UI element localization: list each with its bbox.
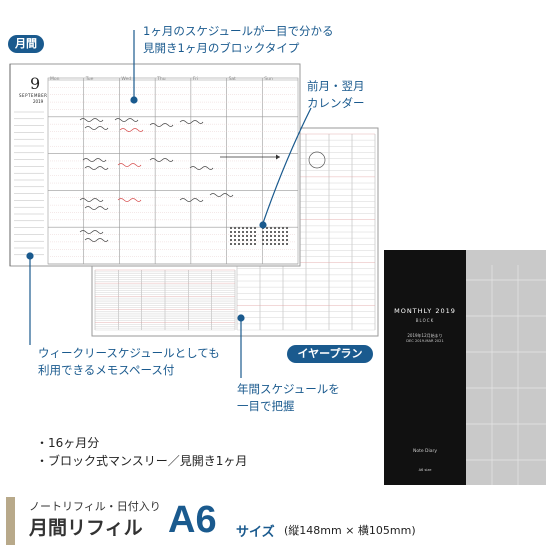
callout-block-type: 1ヶ月のスケジュールが一目で分かる 見開き1ヶ月のブロックタイプ (143, 24, 334, 55)
month-name: SEPTEMBER (19, 93, 48, 98)
footer-dimensions: (縦148mm × 横105mm) (284, 524, 416, 537)
month-year: 2019 (33, 99, 44, 104)
callout-year-schedule: 年間スケジュールを 一目で把握 (237, 382, 340, 413)
month-number: 9 (30, 74, 41, 93)
weekday-label: Wed (121, 77, 132, 82)
monthly-spread (9, 63, 301, 267)
callout-calendar: 前月・翌月 カレンダー (307, 79, 365, 110)
callout-weekly-memo: ウィークリースケジュールとしても 利用できるメモスペース付 (38, 346, 220, 377)
cover-subtitle: BLOCK (415, 318, 435, 323)
refill-cover: MONTHLY 2019 BLOCK 2019年12月始まり DEC 2019-… (384, 250, 466, 485)
cover-range-1: 2019年12月始まり (407, 333, 443, 338)
weekday-label: Sat (228, 77, 236, 82)
weekday-label: Fri (192, 77, 199, 82)
cover-range-2: DEC 2019-MAR 2021 (406, 339, 444, 343)
footer-accent-bar (6, 497, 15, 545)
footer-product: 月間リフィル (29, 517, 143, 539)
footer-tagline: ノートリフィル・日付入り (29, 500, 161, 513)
weekday-label: Sun (264, 77, 273, 82)
footer-size-word: サイズ (236, 525, 275, 540)
weekday-label: Mon (50, 77, 60, 82)
weekday-label: Tue (85, 77, 94, 82)
cover-brand: Note Diary (412, 449, 438, 454)
cover-title: MONTHLY 2019 (394, 307, 456, 315)
feature-item: ・16ヶ月分 (36, 436, 100, 450)
weekday-label: Thu (157, 77, 166, 82)
cover-size: A6 size (418, 468, 432, 472)
refill-back-page (466, 250, 546, 485)
footer-size-code: A6 (168, 499, 217, 541)
yearly-plan-badge: イヤープラン (287, 345, 373, 363)
callout-leaders (26, 30, 312, 378)
mini-calendar (230, 227, 288, 245)
monthly-badge: 月間 (8, 35, 44, 53)
feature-item: ・ブロック式マンスリー／見開き1ヶ月 (36, 454, 248, 468)
feature-list: ・16ヶ月分 ・ブロック式マンスリー／見開き1ヶ月 (36, 434, 247, 470)
